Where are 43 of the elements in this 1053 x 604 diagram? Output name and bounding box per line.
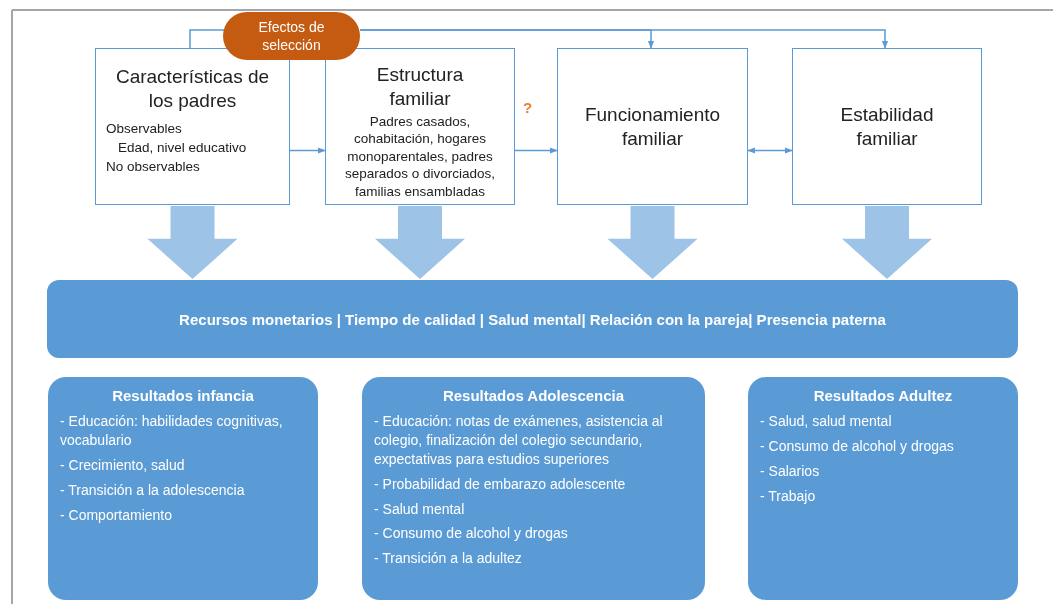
parent-characteristics-box (95, 48, 290, 205)
box-description: Padres casados, cohabitación, hogares monoparentales, padres separados o divorciados, familias ensambladas (343, 112, 497, 201)
family-stability-box (792, 48, 982, 205)
band-text: Recursos monetarios | Tiempo de calidad | Salud mental| Relación con la pareja| Presencia paterna (179, 310, 886, 328)
pill-label: Efectos de selección (257, 17, 326, 55)
bullet-item: - Comportamiento (60, 505, 174, 525)
bullet-item: - Consumo de alcohol y drogas (374, 524, 569, 544)
arrow (747, 147, 793, 154)
adolescence-outcomes-box (362, 377, 705, 600)
block-arrow (607, 206, 698, 279)
box-item-text: No observables (105, 158, 200, 174)
bullet-item: - Transición a la adolescencia (60, 480, 246, 500)
bullet-item: - Trabajo (760, 486, 817, 506)
bullet-item: - Salarios (760, 461, 821, 481)
box-item-text: Observables (105, 120, 182, 136)
bullet-item: - Salud mental (374, 499, 466, 519)
box-title: Características de los padres (114, 65, 271, 113)
box-title: Estructura familiar (375, 63, 465, 111)
arrow (289, 147, 326, 154)
family-structure-box (325, 48, 515, 205)
box-item-text: Edad, nivel educativo (117, 139, 247, 155)
family-functioning-box (557, 48, 748, 205)
bullet-item: - Salud, salud mental (760, 412, 893, 431)
bullet-item: - Probabilidad de embarazo adolescente (374, 474, 627, 494)
bullet-item: - Crecimiento, salud (60, 455, 186, 475)
bullet-item: - Educación: notas de exámenes, asistencia al colegio, finalización del colegio secundario, expectativas para estudios superiores (374, 412, 664, 469)
box-heading: Resultados infancia (111, 387, 255, 404)
arrow (359, 29, 889, 49)
box-title: Funcionamiento familiar (583, 102, 722, 151)
bullet-item: - Transición a la adultez (374, 549, 523, 569)
box-heading: Resultados Adultez (812, 387, 954, 404)
box-heading: Resultados Adolescencia (441, 387, 626, 404)
bullet-item: - Educación: habilidades cognitivas, vocabulario (60, 412, 284, 450)
resources-band (47, 280, 1018, 358)
arrow (514, 147, 558, 154)
adulthood-outcomes-box (748, 377, 1018, 600)
block-arrow (375, 206, 465, 279)
block-arrow (842, 206, 932, 279)
box-title: Estabilidad familiar (839, 102, 935, 151)
bullet-item: - Consumo de alcohol y drogas (760, 436, 955, 456)
childhood-outcomes-box (48, 377, 318, 600)
selection-effects-pill (223, 12, 360, 60)
block-arrow (147, 206, 238, 279)
